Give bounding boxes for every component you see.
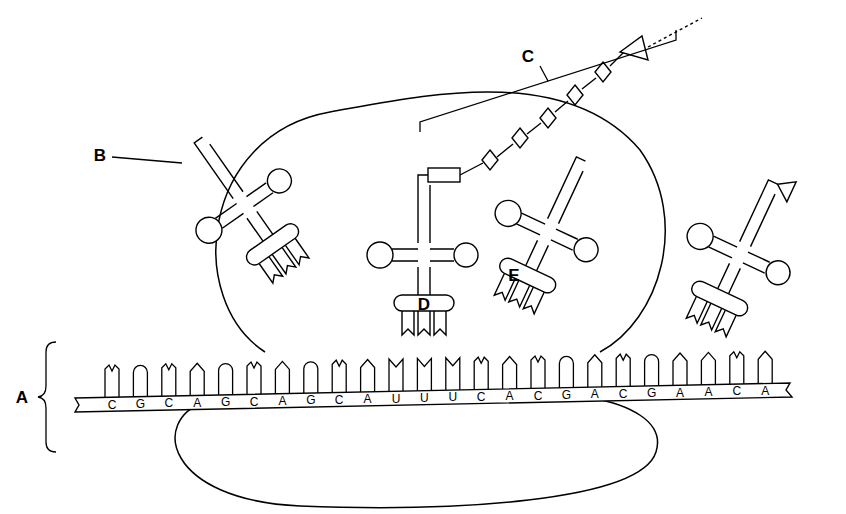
base-letter: U bbox=[448, 391, 457, 403]
trna-d bbox=[367, 175, 478, 335]
base-letter: C bbox=[619, 388, 628, 400]
base-letter: A bbox=[278, 395, 286, 407]
base-letter: G bbox=[136, 398, 145, 410]
trna-b bbox=[152, 108, 335, 303]
base-letter: A bbox=[364, 393, 372, 405]
base-letter: U bbox=[392, 393, 401, 405]
base-letter: C bbox=[477, 391, 486, 403]
brace bbox=[38, 342, 56, 452]
part-label: A bbox=[16, 389, 28, 406]
leader-line bbox=[112, 157, 182, 163]
base-letter: G bbox=[647, 387, 656, 399]
polypeptide-chain bbox=[428, 18, 702, 182]
part-label: B bbox=[94, 147, 106, 164]
base-letter: A bbox=[591, 388, 599, 400]
base-letter: C bbox=[250, 396, 259, 408]
base-letter: C bbox=[108, 399, 117, 411]
base-letter: A bbox=[506, 390, 514, 402]
base-letter: U bbox=[420, 392, 429, 404]
part-label: C bbox=[522, 48, 534, 65]
trna-e bbox=[463, 135, 631, 327]
small-subunit bbox=[175, 398, 657, 508]
bracket bbox=[420, 30, 676, 132]
mrna-strand bbox=[75, 383, 792, 412]
base-letter: G bbox=[306, 394, 315, 406]
base-letter: A bbox=[193, 397, 201, 409]
base-letter: G bbox=[562, 389, 571, 401]
base-letter: C bbox=[534, 390, 543, 402]
trna-right bbox=[655, 149, 827, 350]
base-letter: A bbox=[704, 386, 712, 398]
part-label: E bbox=[508, 267, 519, 284]
base-letter: C bbox=[164, 397, 173, 409]
base-letter: C bbox=[335, 394, 344, 406]
part-label: D bbox=[418, 296, 430, 313]
large-subunit bbox=[216, 92, 665, 352]
base-letter: G bbox=[221, 396, 230, 408]
base-letter: C bbox=[732, 385, 741, 397]
base-letter: A bbox=[761, 385, 769, 397]
base-letter: A bbox=[676, 387, 684, 399]
